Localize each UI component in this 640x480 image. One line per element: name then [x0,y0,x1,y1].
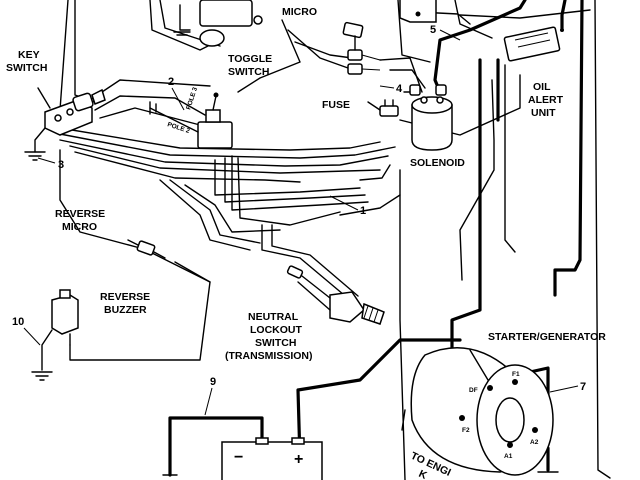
reverse-buzzer-label: REVERSE [100,291,150,303]
callout-1: 1 [360,205,366,217]
starter-generator [401,0,611,479]
callout-9: 9 [210,376,216,388]
wire-harness [59,0,591,480]
battery-plus-label: + [294,451,303,468]
toggle-switch-label: TOGGLE [228,53,272,65]
callout-7: 7 [580,381,586,393]
reverse-micro [127,239,166,259]
fuse-label: FUSE [322,99,350,111]
neutral-lockout-label-3: SWITCH [255,337,296,349]
top-right-bracket [399,0,437,23]
callout-2: 2 [168,76,174,88]
neutral-lockout-switch [286,265,385,325]
starter-generator-label: STARTER/GENERATOR [488,331,606,343]
to-engine-label-2: K [417,468,429,480]
key-switch-label-2: SWITCH [6,62,47,74]
neutral-lockout-label-4: (TRANSMISSION) [225,350,313,362]
reverse-micro-label: REVERSE [55,208,105,220]
reverse-buzzer-label-2: BUZZER [104,304,147,316]
neutral-lockout-label: NEUTRAL [248,311,299,323]
callout-10: 10 [12,316,24,328]
terminal-f1-label: F1 [512,371,520,378]
oil-alert-label-3: UNIT [531,107,556,119]
micro-label: MICRO [282,6,317,18]
top-relay [173,0,263,47]
oil-alert-label: OIL [533,81,551,93]
callout-4: 4 [396,83,403,95]
neutral-lockout-label-2: LOCKOUT [250,324,302,336]
key-switch [24,87,106,161]
key-switch-label: KEY [18,49,40,61]
callout-3: 3 [58,159,64,171]
battery-minus-label: − [234,449,243,466]
solenoid [403,84,453,151]
solenoid-label: SOLENOID [410,157,465,169]
terminal-a1-label: A1 [504,453,513,460]
terminal-a2-label: A2 [530,439,539,446]
pole3-label: POLE 3 [185,86,199,111]
callouts: 2 3 4 5 1 7 9 10 [12,24,586,416]
reverse-micro-label-2: MICRO [62,221,97,233]
pole2-label: POLE 2 [166,121,191,135]
toggle-switch [149,92,233,149]
micro-switches [342,21,381,75]
terminal-f2-label: F2 [462,427,470,434]
callout-5: 5 [430,24,436,36]
fuse [367,99,399,117]
reverse-buzzer [31,289,79,381]
oil-alert-label-2: ALERT [528,94,564,106]
terminal-df-label: DF [469,387,478,394]
battery [162,437,323,480]
toggle-switch-label-2: SWITCH [228,66,269,78]
oil-alert-unit [503,26,564,62]
